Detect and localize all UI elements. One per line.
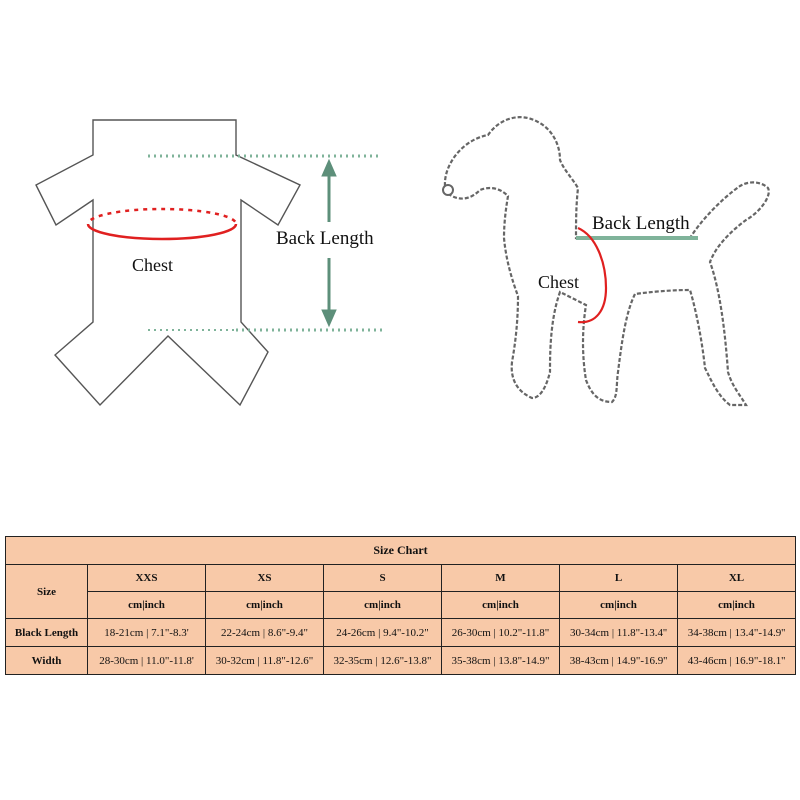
size-chart-table: Size Chart Size XXS XS S M L XL cm|inch … <box>5 536 796 675</box>
table-cell: 22-24cm | 8.6"-9.4" <box>205 618 324 647</box>
chest-marker <box>577 226 608 324</box>
unit-cell: cm|inch <box>205 591 324 619</box>
table-cell: 34-38cm | 13.4"-14.9'' <box>677 618 796 647</box>
size-col-header: XL <box>677 564 796 592</box>
table-cell: 24-26cm | 9.4"-10.2" <box>323 618 442 647</box>
table-row: Black Length 18-21cm | 7.1"-8.3' 22-24cm… <box>5 618 796 647</box>
dog-nose <box>442 184 454 196</box>
table-cell: 26-30cm | 10.2"-11.8" <box>441 618 560 647</box>
back-length-label: Back Length <box>592 213 690 234</box>
row-label: Width <box>5 646 88 675</box>
size-col-header: L <box>559 564 678 592</box>
table-row: Width 28-30cm | 11.0"-11.8' 30-32cm | 11… <box>5 646 796 675</box>
unit-cell: cm|inch <box>441 591 560 619</box>
chest-label: Chest <box>132 255 173 275</box>
dog-outline <box>443 116 770 407</box>
unit-cell: cm|inch <box>677 591 796 619</box>
table-cell: 32-35cm | 12.6"-13.8" <box>323 646 442 675</box>
size-header-cell: Size <box>5 564 88 619</box>
size-col-header: XS <box>205 564 324 592</box>
shirt-diagram: Chest Back Length <box>35 119 382 407</box>
size-col-header: S <box>323 564 442 592</box>
table-cell: 35-38cm | 13.8"-14.9" <box>441 646 560 675</box>
dog-diagram: Back Length Chest <box>442 116 770 407</box>
table-cell: 18-21cm | 7.1"-8.3' <box>87 618 206 647</box>
unit-cell: cm|inch <box>559 591 678 619</box>
back-length-label: Back Length <box>276 228 374 249</box>
back-length-arrow <box>321 158 337 328</box>
chest-label: Chest <box>538 272 579 292</box>
row-label: Black Length <box>5 618 88 647</box>
table-cell: 30-32cm | 11.8"-12.6" <box>205 646 324 675</box>
size-col-header: XXS <box>87 564 206 592</box>
table-cell: 30-34cm | 11.8"-13.4'' <box>559 618 678 647</box>
unit-cell: cm|inch <box>323 591 442 619</box>
unit-cell: cm|inch <box>87 591 206 619</box>
size-col-header: M <box>441 564 560 592</box>
table-cell: 38-43cm | 14.9"-16.9'' <box>559 646 678 675</box>
size-chart-title: Size Chart <box>5 536 796 565</box>
table-cell: 43-46cm | 16.9"-18.1'' <box>677 646 796 675</box>
table-cell: 28-30cm | 11.0"-11.8' <box>87 646 206 675</box>
shirt-outline <box>35 119 301 407</box>
